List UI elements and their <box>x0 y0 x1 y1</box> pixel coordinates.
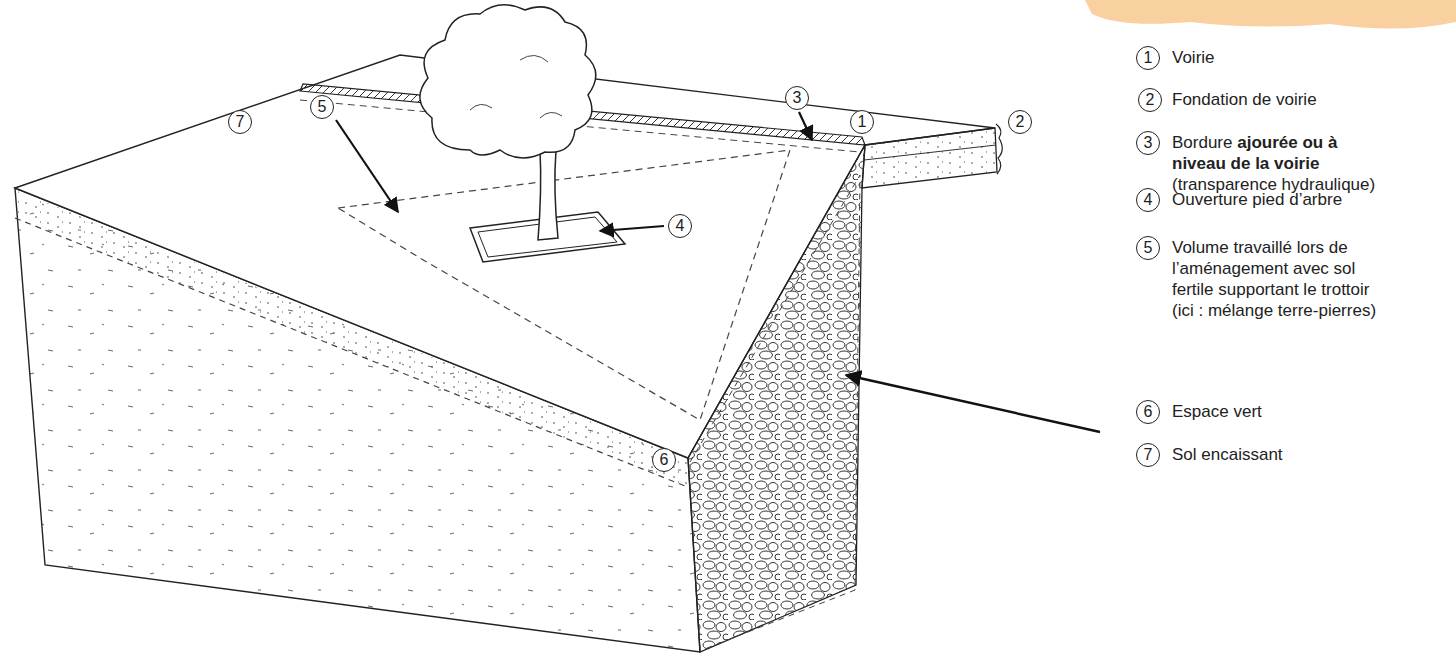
callout-circle: 4 <box>1136 188 1160 212</box>
callout-number: 1 <box>1144 50 1153 66</box>
road-layer-line <box>864 145 996 160</box>
callout-circle: 3 <box>1136 131 1160 155</box>
legend-text: Fondation de voirie <box>1172 90 1317 109</box>
callout-number: 6 <box>1144 404 1153 420</box>
callout-number: 5 <box>318 99 327 115</box>
legend-text: Volume travaillé lors de l’aménagement a… <box>1172 237 1377 300</box>
legend-entry: Voirie <box>1172 47 1442 68</box>
bracket <box>996 124 1002 174</box>
legend-text: Espace vert <box>1172 402 1262 421</box>
callout-circle: 5 <box>310 95 334 119</box>
leader-arrow <box>799 112 812 140</box>
leader-arrow <box>600 226 664 231</box>
legend-entry: Ouverture pied d’arbre <box>1172 189 1442 210</box>
legend-text: Sol encaissant <box>1172 445 1283 464</box>
legend-text: Bordure <box>1172 133 1232 152</box>
callout-number: 4 <box>676 218 685 234</box>
legend-text: Ouverture pied d’arbre <box>1172 190 1342 209</box>
worked-volume <box>338 150 790 420</box>
cobble-dash <box>690 175 860 650</box>
callout-circle: 6 <box>1136 400 1160 424</box>
legend-text: Voirie <box>1172 48 1215 67</box>
callout-number: 4 <box>1144 192 1153 208</box>
leader-arrow <box>846 375 1100 432</box>
callout-circle: 2 <box>1138 88 1162 112</box>
callout-number: 6 <box>660 452 669 468</box>
callout-number: 3 <box>1144 135 1153 151</box>
callout-number: 2 <box>1016 114 1025 130</box>
callout-circle: 1 <box>850 110 874 134</box>
callout-number: 3 <box>793 90 802 106</box>
cobble-volume <box>688 145 865 652</box>
callout-circle: 4 <box>668 214 692 238</box>
callout-number: 7 <box>1144 447 1153 463</box>
callout-circle: 2 <box>1008 110 1032 134</box>
callout-number: 7 <box>236 114 245 130</box>
callout-number: 2 <box>1146 92 1155 108</box>
legend-entry: Sol encaissant <box>1172 444 1442 465</box>
legend-entry: Fondation de voirie <box>1172 89 1442 110</box>
callout-circle: 7 <box>228 110 252 134</box>
legend-entry: Espace vert <box>1172 401 1442 422</box>
callout-number: 1 <box>858 114 867 130</box>
callout-circle: 7 <box>1136 443 1160 467</box>
leader-arrow <box>336 120 398 212</box>
tree-canopy <box>420 5 596 158</box>
legend-text: (ici : mélange terre-pierres) <box>1172 300 1377 321</box>
legend-entry: Volume travaillé lors de l’aménagement a… <box>1172 237 1377 321</box>
tree-trunk <box>538 150 558 240</box>
canopy-detail <box>470 55 562 118</box>
callout-circle: 6 <box>652 448 676 472</box>
callout-circle: 5 <box>1136 236 1160 260</box>
decor-blob <box>1085 0 1456 29</box>
legend-entry: Bordureajourée ou à niveau de la voirie(… <box>1172 132 1377 195</box>
road-layers <box>862 128 997 188</box>
callout-circle: 1 <box>1136 46 1160 70</box>
callout-number: 5 <box>1144 240 1153 256</box>
callout-circle: 3 <box>785 86 809 110</box>
